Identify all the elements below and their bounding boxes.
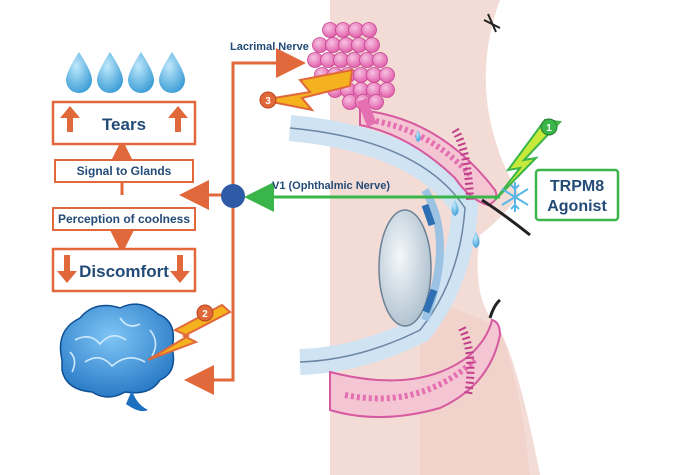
lower-eyelid bbox=[329, 318, 502, 419]
gland-lobule bbox=[368, 94, 384, 110]
perception-label: Perception of coolness bbox=[58, 212, 190, 226]
eye-tear-drop-2 bbox=[472, 232, 480, 248]
meibomian-gland-upper bbox=[369, 117, 473, 177]
eye-tear-drop-1 bbox=[451, 200, 459, 216]
badge-1-label: 1 bbox=[546, 123, 552, 134]
gland-lobule bbox=[379, 82, 395, 98]
snowflake-icon bbox=[501, 182, 529, 212]
agonist-line2: Agonist bbox=[547, 198, 607, 215]
water-drop-icon bbox=[128, 52, 154, 93]
lightning-bolt-icon bbox=[261, 68, 354, 112]
water-drops bbox=[66, 52, 185, 93]
gland-lobule bbox=[372, 52, 388, 68]
badge-1 bbox=[540, 118, 558, 136]
eyebrow-mark bbox=[483, 13, 501, 33]
iris bbox=[421, 203, 438, 314]
badge-2 bbox=[196, 304, 214, 322]
badge-3-label: 3 bbox=[265, 96, 271, 107]
gland-lobule bbox=[364, 37, 380, 53]
discomfort-box bbox=[51, 247, 197, 293]
agonist-line1: TRPM8 bbox=[550, 178, 604, 195]
lens bbox=[378, 209, 432, 327]
tears-up-arrow-left bbox=[60, 106, 80, 132]
gland-feather-lower bbox=[458, 326, 475, 396]
orange-pathways bbox=[107, 48, 306, 395]
lower-eyelash bbox=[488, 298, 502, 319]
discomfort-down-arrow-left bbox=[57, 255, 77, 283]
gland-lobule bbox=[379, 67, 395, 83]
nerve-node bbox=[221, 184, 245, 208]
tears-label: Tears bbox=[102, 115, 146, 134]
agonist-box bbox=[534, 168, 620, 222]
badge-2-label: 2 bbox=[202, 309, 208, 320]
eyelid-lower-skin bbox=[420, 300, 530, 475]
water-drop-icon bbox=[159, 52, 185, 93]
eyeball-outline bbox=[289, 127, 466, 363]
discomfort-label: Discomfort bbox=[79, 262, 169, 281]
tears-box bbox=[51, 100, 197, 146]
lacrimal-nerve-label: Lacrimal Nerve bbox=[230, 41, 309, 53]
discomfort-down-arrow-right bbox=[170, 255, 190, 283]
v1-nerve-label: V1 (Ophthalmic Nerve) bbox=[272, 180, 390, 192]
lacrimal-duct bbox=[357, 98, 377, 127]
water-drop-icon bbox=[66, 52, 92, 93]
lacrimal-gland bbox=[307, 22, 395, 110]
water-drop-icon bbox=[97, 52, 123, 93]
eye-tear-drop-3 bbox=[415, 130, 421, 142]
tears-up-arrow-right bbox=[168, 106, 188, 132]
gland-lobule bbox=[361, 22, 377, 38]
signal-box bbox=[54, 159, 194, 183]
badge-3 bbox=[259, 91, 277, 109]
brain-icon bbox=[59, 303, 175, 412]
perception-box bbox=[52, 207, 196, 231]
signal-label: Signal to Glands bbox=[77, 164, 172, 178]
upper-eyelash bbox=[481, 198, 531, 237]
